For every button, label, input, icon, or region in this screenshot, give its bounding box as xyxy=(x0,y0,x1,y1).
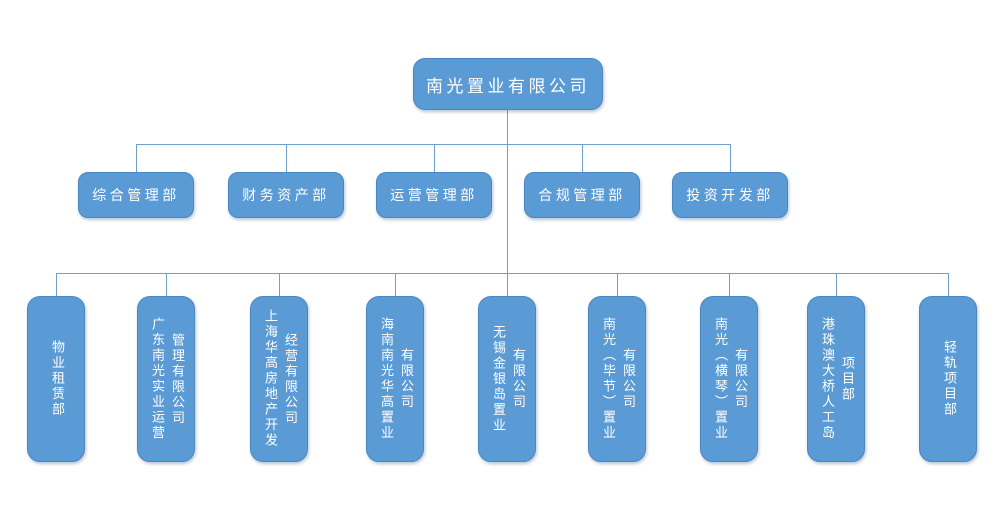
org-node-sub-nanguang-bijie[interactable]: 南光（毕节）置业 有限公司 xyxy=(588,296,646,462)
org-node-label: 无锡金银岛置业 有限公司 xyxy=(490,324,525,434)
connector-level3-stub xyxy=(507,273,508,296)
org-node-sub-property-leasing[interactable]: 物业租赁部 xyxy=(27,296,85,462)
org-node-dept-finance-assets[interactable]: 财务资产部 xyxy=(228,172,344,218)
org-node-root-label: 南光置业有限公司 xyxy=(426,76,590,97)
connector-level2-horizontal xyxy=(136,144,731,145)
org-node-label: 南光（横琴）置业 有限公司 xyxy=(712,317,747,441)
org-node-label: 南光（毕节）置业 有限公司 xyxy=(600,317,635,441)
org-node-sub-shanghai-huagao[interactable]: 上海华高房地产开发 经营有限公司 xyxy=(250,296,308,462)
connector-root-vertical xyxy=(507,110,508,273)
org-node-label: 综合管理部 xyxy=(92,188,180,204)
connector-level3-stub xyxy=(395,273,396,296)
org-node-dept-operations-management[interactable]: 运营管理部 xyxy=(376,172,492,218)
connector-level3-stub xyxy=(279,273,280,296)
org-node-sub-wuxi-jinyindao[interactable]: 无锡金银岛置业 有限公司 xyxy=(478,296,536,462)
org-node-label: 港珠澳大桥人工岛 项目部 xyxy=(819,317,854,441)
connector-level3-stub xyxy=(617,273,618,296)
org-node-label: 合规管理部 xyxy=(538,188,626,204)
org-node-label: 上海华高房地产开发 经营有限公司 xyxy=(262,309,297,449)
org-node-label: 广东南光实业运营 管理有限公司 xyxy=(149,317,184,441)
org-node-label: 投资开发部 xyxy=(686,188,774,204)
connector-level3-stub xyxy=(836,273,837,296)
connector-level3-horizontal xyxy=(56,273,948,274)
org-node-dept-general-management[interactable]: 综合管理部 xyxy=(78,172,194,218)
org-node-dept-compliance-management[interactable]: 合规管理部 xyxy=(524,172,640,218)
org-node-root[interactable]: 南光置业有限公司 xyxy=(413,58,603,110)
connector-level2-stub xyxy=(136,144,137,172)
connector-level2-stub xyxy=(582,144,583,172)
connector-level3-stub xyxy=(729,273,730,296)
org-node-label: 轻轨项目部 xyxy=(941,340,956,418)
connector-level3-stub xyxy=(948,273,949,296)
org-node-dept-investment-development[interactable]: 投资开发部 xyxy=(672,172,788,218)
connector-level3-stub xyxy=(166,273,167,296)
connector-level2-stub xyxy=(434,144,435,172)
org-node-sub-hzmb-artificial-island[interactable]: 港珠澳大桥人工岛 项目部 xyxy=(807,296,865,462)
org-node-sub-guangdong-nanguang[interactable]: 广东南光实业运营 管理有限公司 xyxy=(137,296,195,462)
org-node-sub-light-rail-project[interactable]: 轻轨项目部 xyxy=(919,296,977,462)
connector-level2-stub xyxy=(730,144,731,172)
org-node-sub-hainan-nanguang-huagao[interactable]: 海南南光华高置业 有限公司 xyxy=(366,296,424,462)
connector-level3-stub xyxy=(56,273,57,296)
org-node-label: 财务资产部 xyxy=(242,188,330,204)
org-node-label: 物业租赁部 xyxy=(49,340,64,418)
connector-level2-stub xyxy=(286,144,287,172)
org-node-label: 海南南光华高置业 有限公司 xyxy=(378,317,413,441)
org-node-label: 运营管理部 xyxy=(390,188,478,204)
org-node-sub-nanguang-hengqin[interactable]: 南光（横琴）置业 有限公司 xyxy=(700,296,758,462)
